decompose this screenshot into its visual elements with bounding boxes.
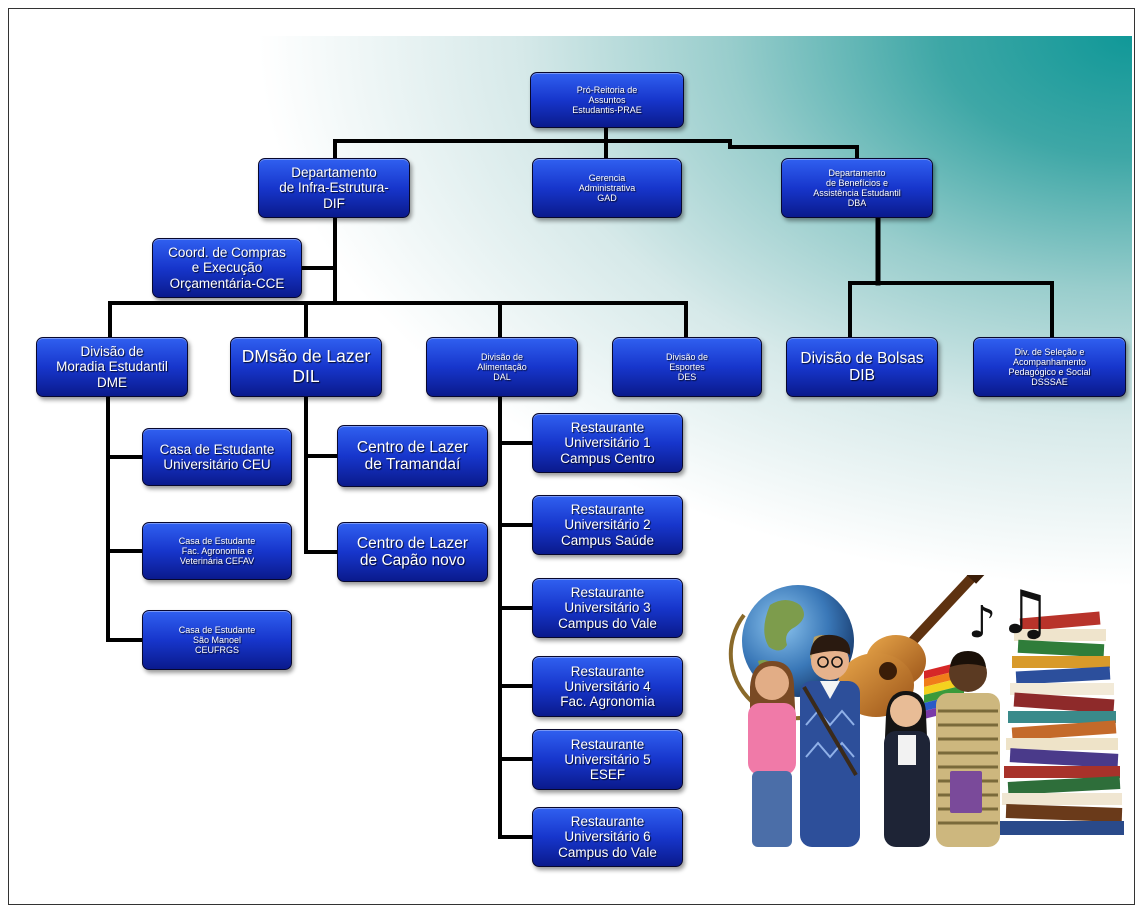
dsssae-label: Div. de Seleção e Acompanhamento Pedagóg…	[1008, 346, 1091, 388]
svg-text:♫: ♫	[998, 578, 1052, 648]
ru1-label: Restaurante Universitário 1 Campus Centr…	[560, 420, 655, 466]
dif-box: Departamento de Infra-Estrutura- DIF	[258, 158, 410, 218]
cce-box: Coord. de Compras e Execução Orçamentári…	[152, 238, 302, 298]
slide-frame	[8, 8, 1135, 905]
student-girl-pink	[748, 661, 796, 847]
gad-box: Gerencia Administrativa GAD	[532, 158, 682, 218]
ru5-label: Restaurante Universitário 5 ESEF	[564, 736, 651, 783]
cce-label: Coord. de Compras e Execução Orçamentári…	[168, 245, 286, 291]
ceufrgs-box: Casa de Estudante São Manoel CEUFRGS	[142, 610, 292, 670]
student-girl-dark	[884, 691, 930, 847]
ceu-label: Casa de Estudante Universitário CEU	[159, 441, 275, 472]
dil-label: DMsão de Lazer DIL	[241, 346, 371, 386]
ceu-box: Casa de Estudante Universitário CEU	[142, 428, 292, 486]
des-label: Divisão de Esportes DES	[665, 351, 709, 383]
prae-label: Pró-Reitoria de Assuntos Estudantis-PRAE	[572, 84, 642, 116]
lazer-tramandai-box: Centro de Lazer de Tramandaí	[337, 425, 488, 487]
ru6-box: Restaurante Universitário 6 Campus do Va…	[532, 807, 683, 867]
ru4-box: Restaurante Universitário 4 Fac. Agronom…	[532, 656, 683, 717]
ceufrgs-label: Casa de Estudante São Manoel CEUFRGS	[178, 624, 256, 656]
students-illustration: ♪ ♫	[728, 575, 1124, 847]
dba-box: Departamento de Benefícios e Assistência…	[781, 158, 933, 218]
ru4-label: Restaurante Universitário 4 Fac. Agronom…	[560, 663, 655, 710]
ru2-label: Restaurante Universitário 2 Campus Saúde	[560, 502, 655, 548]
des-box: Divisão de Esportes DES	[612, 337, 762, 397]
lazer-capao-box: Centro de Lazer de Capão novo	[337, 522, 488, 582]
prae-box: Pró-Reitoria de Assuntos Estudantis-PRAE	[530, 72, 684, 128]
ru6-label: Restaurante Universitário 6 Campus do Va…	[558, 814, 657, 860]
books-stack-icon	[1000, 611, 1124, 835]
cefav-box: Casa de Estudante Fac. Agronomia e Veter…	[142, 522, 292, 580]
dib-box: Divisão de Bolsas DIB	[786, 337, 938, 397]
ru3-label: Restaurante Universitário 3 Campus do Va…	[558, 585, 657, 631]
cefav-label: Casa de Estudante Fac. Agronomia e Veter…	[178, 535, 256, 567]
lazer-capao-label: Centro de Lazer de Capão novo	[356, 534, 469, 569]
dal-label: Divisão de Alimentação DAL	[477, 351, 527, 383]
music-notes-icon: ♪ ♫	[968, 578, 1052, 648]
dil-box: DMsão de Lazer DIL	[230, 337, 382, 397]
lazer-tramandai-label: Centro de Lazer de Tramandaí	[356, 438, 469, 473]
student-boy-glasses	[800, 634, 860, 847]
ru3-box: Restaurante Universitário 3 Campus do Va…	[532, 578, 683, 638]
dib-label: Divisão de Bolsas DIB	[800, 349, 924, 384]
dme-label: Divisão de Moradia Estudantil DME	[56, 344, 168, 390]
student-boy-striped	[936, 651, 1000, 847]
dal-box: Divisão de Alimentação DAL	[426, 337, 578, 397]
ru2-box: Restaurante Universitário 2 Campus Saúde	[532, 495, 683, 555]
ru5-box: Restaurante Universitário 5 ESEF	[532, 729, 683, 790]
dba-label: Departamento de Benefícios e Assistência…	[813, 167, 901, 209]
gad-label: Gerencia Administrativa GAD	[578, 172, 636, 204]
dsssae-box: Div. de Seleção e Acompanhamento Pedagóg…	[973, 337, 1126, 397]
dif-label: Departamento de Infra-Estrutura- DIF	[279, 165, 389, 211]
svg-text:♪: ♪	[968, 597, 996, 648]
ru1-box: Restaurante Universitário 1 Campus Centr…	[532, 413, 683, 473]
dme-box: Divisão de Moradia Estudantil DME	[36, 337, 188, 397]
